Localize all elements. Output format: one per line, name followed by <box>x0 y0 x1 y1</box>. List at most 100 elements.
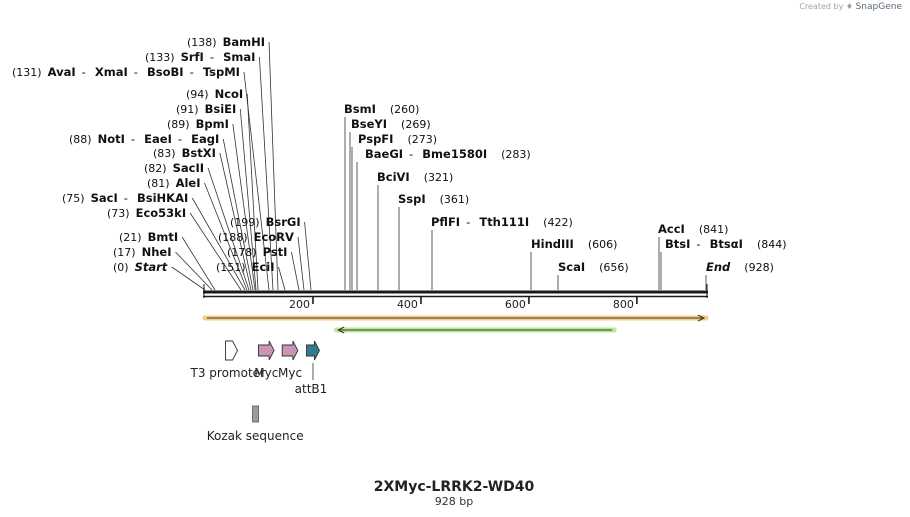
enzyme-name: Tth111I <box>479 215 529 229</box>
site-psti: (178) PstI <box>227 245 300 291</box>
site-position: (928) <box>744 261 774 274</box>
site-label-bsrgi: (199)BsrGI <box>230 215 301 229</box>
site-bsmi: BsmI(260) <box>344 102 419 290</box>
enzyme-name: HindIII <box>531 237 574 251</box>
site-label-saci: (75)SacI- BsiHKAI <box>62 187 188 206</box>
site-position: (844) <box>757 238 787 251</box>
site-baegi: BaeGI- Bme1580I(283) <box>356 143 531 290</box>
enzyme-name: AleI <box>176 176 201 190</box>
site-avai: (131)AvaI- XmaI- BsoBI- TspMI <box>12 61 270 291</box>
site-bcivi: BciVI(321) <box>377 170 453 290</box>
site-ecii: (151)EciI <box>216 260 286 291</box>
site-label-ecorv: (188)EcoRV <box>218 230 294 244</box>
site-position: (178) <box>227 246 257 259</box>
site-leader-avai <box>243 71 270 291</box>
site-leader-bamhi <box>268 41 279 291</box>
site-label-hindiii: HindIII(606) <box>531 237 617 251</box>
site-label-ecii: (151)EciI <box>216 260 275 274</box>
site-leader-start <box>171 266 206 291</box>
site-sspi: SspI (361) <box>398 192 469 290</box>
enzyme-name: BsiHKAI <box>137 191 188 205</box>
site-label-end: End(928) <box>706 260 774 274</box>
orf-forward-1 <box>202 314 709 322</box>
site-label-psti: (178) PstI <box>227 245 287 259</box>
enzyme-name: Start <box>135 260 168 274</box>
site-position: (361) <box>440 193 470 206</box>
site-leader-ncoi <box>246 93 259 291</box>
enzyme-name: NheI <box>142 245 172 259</box>
site-separator: - <box>696 237 700 251</box>
site-label-alei: (81)AleI <box>147 176 201 190</box>
enzyme-name: EagI <box>191 132 219 146</box>
enzyme-name: TspMI <box>203 65 240 79</box>
site-label-btsi: BtsI- BtsαI(844) <box>665 233 787 252</box>
site-leader-srfi <box>259 56 274 291</box>
site-position: (133) <box>145 51 175 64</box>
site-bamhi: (138) BamHI <box>187 35 279 291</box>
site-position: (75) <box>62 192 85 205</box>
site-scai: ScaI(656) <box>557 260 629 290</box>
site-noti: (88)NotI- EaeI- EagI <box>69 128 254 291</box>
site-start: (0)Start <box>113 260 206 291</box>
enzyme-name: EcoRV <box>254 230 294 244</box>
site-leader-noti <box>222 138 254 291</box>
site-label-sacii: (82)SacII <box>144 161 204 175</box>
enzyme-name: BamHI <box>223 35 265 49</box>
site-bmti: (21)BmtI <box>119 230 216 291</box>
orf-arrowhead <box>337 326 345 334</box>
enzyme-name: NcoI <box>215 87 244 101</box>
enzyme-name: SrfI <box>181 50 204 64</box>
site-leader-bmti <box>181 236 216 291</box>
enzyme-name: BtsαI <box>710 237 743 251</box>
promoter-icon <box>225 340 239 361</box>
restriction-sites: (0)Start(17)NheI(21)BmtI(73)Eco53kI(75)S… <box>12 35 787 291</box>
enzyme-name: BsmI <box>344 102 376 116</box>
enzyme-name: PspFI <box>358 132 393 146</box>
site-position: (73) <box>107 207 130 220</box>
enzyme-name: PstI <box>263 245 288 259</box>
feature-arrow-icon <box>306 340 320 361</box>
site-label-bmti: (21)BmtI <box>119 230 178 244</box>
site-srfi: (133)SrfI- SmaI <box>145 50 274 291</box>
site-bseyi: BseYI(269) <box>349 117 431 290</box>
enzyme-name: BseYI <box>351 117 387 131</box>
site-bsrgi: (199)BsrGI <box>230 215 312 291</box>
site-btsi: BtsI- BtsαI(844) <box>660 233 787 290</box>
map-title: 2XMyc-LRRK2-WD40 <box>374 479 535 495</box>
feature-t3-promoter-1: T3 promoter <box>190 340 265 380</box>
site-separator: - <box>82 65 86 79</box>
enzyme-name: NotI <box>98 132 125 146</box>
site-position: (88) <box>69 133 92 146</box>
site-label-bpmi: (89)BpmI <box>167 117 229 131</box>
site-label-baegi: BaeGI- Bme1580I(283) <box>365 143 531 162</box>
site-position: (656) <box>599 261 629 274</box>
site-position: (131) <box>12 66 42 79</box>
enzyme-name: SacII <box>173 161 204 175</box>
site-leader-psti <box>291 251 300 291</box>
site-position: (138) <box>187 36 217 49</box>
site-label-acci: AccI(841) <box>658 222 728 236</box>
site-label-avai: (131)AvaI- XmaI- BsoBI- TspMI <box>12 61 240 80</box>
site-leader-nhei <box>175 251 213 291</box>
site-label-noti: (88)NotI- EaeI- EagI <box>69 128 219 147</box>
site-saci: (75)SacI- BsiHKAI <box>62 187 246 291</box>
site-label-bseyi: BseYI(269) <box>351 117 431 131</box>
site-label-bamhi: (138) BamHI <box>187 35 265 49</box>
site-ecorv: (188)EcoRV <box>218 230 305 291</box>
site-position: (17) <box>113 246 136 259</box>
site-leader-eco53ki <box>189 212 242 291</box>
feature-myc-2: Myc <box>254 340 278 380</box>
site-pspfi: PspFI(273) <box>351 132 437 290</box>
site-eco53ki: (73)Eco53kI <box>107 206 242 291</box>
site-separator: - <box>124 191 128 205</box>
site-leader-saci <box>191 197 246 291</box>
site-label-pflfi: PflFI- Tth111I(422) <box>431 211 573 230</box>
site-hindiii: HindIII(606) <box>530 237 617 290</box>
site-leader-alei <box>204 182 248 291</box>
site-label-bcivi: BciVI(321) <box>377 170 453 184</box>
feature-label: attB1 <box>295 382 328 396</box>
site-leader-bsrgi <box>304 221 312 291</box>
enzyme-name: SspI <box>398 192 426 206</box>
enzyme-name: BsrGI <box>266 215 301 229</box>
